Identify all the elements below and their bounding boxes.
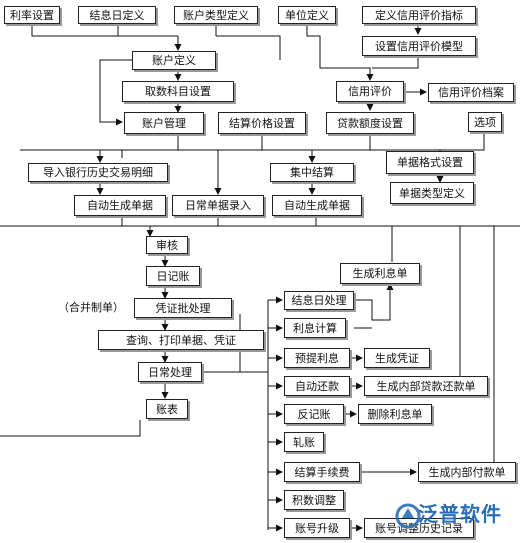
box-import-bank-history: 导入银行历史交易明细 xyxy=(28,163,168,182)
brand-logo-icon xyxy=(395,503,421,529)
box-auto-repayment: 自动还款 xyxy=(284,376,350,396)
box-accumulation-adjustment: 积数调整 xyxy=(284,490,344,510)
box-credit-evaluation: 信用评价 xyxy=(336,81,404,102)
box-generate-internal-payment: 生成内部付款单 xyxy=(418,462,516,482)
box-account-management: 账户管理 xyxy=(124,112,204,134)
box-journal: 日记账 xyxy=(146,266,200,286)
box-unit-definition: 单位定义 xyxy=(278,6,336,24)
box-document-type-definition: 单据类型定义 xyxy=(390,182,474,204)
box-generate-voucher: 生成凭证 xyxy=(364,348,430,368)
box-interest-rate-setting: 利率设置 xyxy=(4,6,60,24)
box-interest-date-definition: 结息日定义 xyxy=(78,6,156,24)
box-accrued-interest: 预提利息 xyxy=(284,348,350,368)
box-settlement-price-setting: 结算价格设置 xyxy=(218,112,306,134)
box-document-format-setting: 单据格式设置 xyxy=(386,151,474,174)
label-merged-voucher: （合并制单） xyxy=(58,301,124,314)
box-interest-date-processing: 结息日处理 xyxy=(284,291,354,310)
box-credit-archive: 信用评价档案 xyxy=(428,83,514,102)
box-delete-interest-statement: 删除利息单 xyxy=(358,404,432,424)
box-centralized-settlement: 集中结算 xyxy=(270,163,354,182)
box-loan-limit-setting: 贷款额度设置 xyxy=(326,112,414,134)
box-account-reports: 账表 xyxy=(146,399,188,419)
box-interest-calculation: 利息计算 xyxy=(284,318,346,338)
box-daily-processing: 日常处理 xyxy=(138,362,202,382)
box-voucher-batch-processing: 凭证批处理 xyxy=(134,298,232,318)
box-daily-document-entry: 日常单据录入 xyxy=(172,195,264,216)
box-account-subject-setting: 取数科目设置 xyxy=(122,81,234,102)
box-generate-interest-statement: 生成利息单 xyxy=(340,263,420,284)
box-credit-indicator-definition: 定义信用评价指标 xyxy=(362,6,476,24)
box-review: 审核 xyxy=(146,236,188,254)
box-query-print: 查询、打印单据、凭证 xyxy=(98,330,264,350)
box-options: 选项 xyxy=(468,112,502,132)
box-settlement-fee: 结算手续费 xyxy=(284,462,360,482)
box-generate-internal-loan-repayment: 生成内部贷款还款单 xyxy=(364,376,488,396)
box-reverse-posting: 反记账 xyxy=(284,404,344,424)
box-account-definition: 账户定义 xyxy=(132,51,216,70)
box-auto-generate-documents-1: 自动生成单据 xyxy=(74,195,166,216)
box-credit-model-setting: 设置信用评价模型 xyxy=(362,36,476,56)
box-account-number-upgrade: 账号升级 xyxy=(284,518,350,538)
brand-logo-text: 泛普软件 xyxy=(418,502,502,526)
box-account-type-definition: 账户类型定义 xyxy=(174,6,258,24)
box-clear-account: 轧账 xyxy=(284,432,324,452)
box-auto-generate-documents-2: 自动生成单据 xyxy=(272,195,362,216)
